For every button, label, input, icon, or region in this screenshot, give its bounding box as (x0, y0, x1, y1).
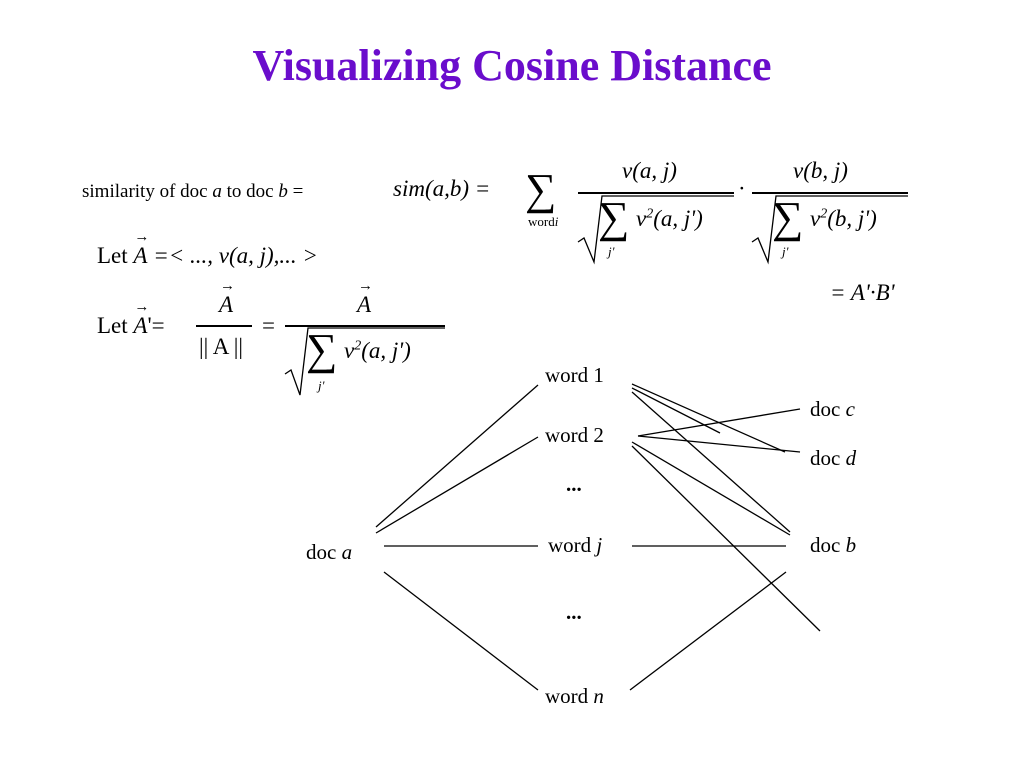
den2-v: v (810, 206, 821, 231)
prime-eq: '= (147, 313, 165, 338)
node-doc-a-label: doc (306, 540, 337, 564)
denominator-1: v2(a, j') (636, 206, 703, 232)
edge-word1-docb (631, 391, 791, 533)
vector-a: →A (133, 229, 149, 268)
sum-subscript-main: wordi (528, 214, 558, 230)
numerator-1: v(a, j) (622, 158, 677, 183)
node-doc-d: doc d (810, 446, 856, 471)
sum-sub-word: word (528, 214, 555, 229)
similarity-prefix: similarity of doc (82, 181, 213, 202)
node-word-2: word 2 (545, 423, 604, 447)
radical-den1 (577, 195, 734, 265)
sum-sub-i: i (554, 214, 559, 229)
edge-word2-docb (631, 441, 791, 536)
node-word-n: word n (545, 684, 604, 709)
ellipsis-top: ... (566, 472, 582, 496)
norm-numerator-2: →A (357, 278, 373, 318)
node-doc-b-var: b (845, 533, 857, 557)
sum-symbol-norm: ∑ (306, 325, 338, 374)
similarity-label: similarity of doc a to doc b = (82, 181, 303, 203)
norm-num2-letter: A (357, 292, 372, 317)
edge-word2-long (631, 445, 821, 632)
vector-a-letter: A (133, 243, 148, 268)
edge-a-word2 (375, 436, 539, 534)
sum-symbol-den1: ∑ (598, 193, 630, 242)
edge-a-wordn (383, 571, 539, 691)
denominator-2: v2(b, j') (810, 206, 877, 232)
norm-den-args: (a, j') (361, 338, 411, 363)
similarity-doc-b: b (278, 181, 288, 202)
node-doc-a: doc a (306, 540, 352, 565)
node-word-n-label: word (545, 684, 589, 708)
edge-wordn-docb (629, 571, 787, 691)
fraction-line-2 (752, 192, 908, 194)
den2-sup: 2 (820, 206, 828, 222)
let-vector-a: Let →A =< ..., v(a, j),... > (97, 229, 318, 269)
norm-num2-arrow: → (358, 278, 373, 294)
sim-function: sim(a,b) = (393, 176, 490, 202)
sim-args: (a,b) = (424, 176, 491, 201)
norm-den-2: v2(a, j') (344, 338, 411, 364)
norm-num-letter: A (219, 292, 234, 317)
ellipsis-bottom: ... (566, 600, 582, 624)
numerator-2: v(b, j) (793, 158, 848, 183)
norm-fraction-line (196, 325, 252, 327)
sum-symbol-den2: ∑ (772, 193, 804, 242)
node-word-1: word 1 (545, 363, 604, 387)
let-vector-a-prime: Let →A'= (97, 299, 165, 339)
node-doc-d-label: doc (810, 446, 841, 470)
node-word-j-label: word (548, 533, 592, 557)
den1-args: (a, j') (653, 206, 703, 231)
node-doc-c: doc c (810, 397, 855, 422)
similarity-eq: = (287, 181, 304, 202)
result-expression: = A'·B' (830, 280, 895, 305)
node-word-j: word j (548, 533, 602, 558)
edge-word2-docc (637, 408, 801, 437)
radical-norm (284, 327, 445, 396)
node-doc-d-var: d (845, 446, 857, 470)
equals-sign: = (262, 313, 275, 338)
fraction-line-1 (578, 192, 734, 194)
edge-word2-docd (637, 435, 801, 453)
norm-fraction-line-2 (285, 325, 445, 327)
sim-name: sim (393, 176, 425, 201)
edge-a-word1 (375, 384, 539, 528)
dot-operator: · (738, 176, 746, 201)
norm-den-sup: 2 (354, 338, 362, 354)
norm-denominator: || A || (199, 334, 243, 359)
node-word-j-var: j (596, 533, 603, 557)
den2-args: (b, j') (827, 206, 877, 231)
let-label-1: Let (97, 243, 128, 268)
radical-den2 (751, 195, 908, 265)
node-doc-a-var: a (341, 540, 353, 564)
node-doc-b: doc b (810, 533, 856, 558)
norm-num-arrow: → (220, 278, 235, 294)
similarity-mid: to doc (221, 181, 279, 202)
let-label-2: Let (97, 313, 128, 338)
vector-a-prime-letter: A (133, 313, 148, 338)
vector-a-body: =< ..., v(a, j),... > (153, 243, 318, 268)
edge-word1-docd (631, 383, 786, 453)
den2-subscript: j' (782, 244, 789, 259)
den1-v: v (636, 206, 647, 231)
node-word-n-var: n (593, 684, 604, 708)
similarity-doc-a: a (212, 181, 222, 202)
vector-a-prime: →A (133, 299, 149, 338)
norm-den-v: v (344, 338, 355, 363)
sum-symbol-main: ∑ (525, 165, 557, 214)
den1-sup: 2 (646, 206, 654, 222)
node-doc-c-var: c (845, 397, 855, 421)
page-title: Visualizing Cosine Distance (252, 41, 772, 90)
vector-a-prime-arrow: → (134, 299, 150, 315)
edge-word1-docc (631, 387, 721, 434)
norm-den-subscript: j' (318, 378, 325, 393)
node-doc-c-label: doc (810, 397, 841, 421)
node-doc-b-label: doc (810, 533, 841, 557)
den1-subscript: j' (608, 244, 615, 259)
norm-numerator: →A (219, 278, 235, 318)
vector-a-arrow: → (134, 229, 150, 245)
